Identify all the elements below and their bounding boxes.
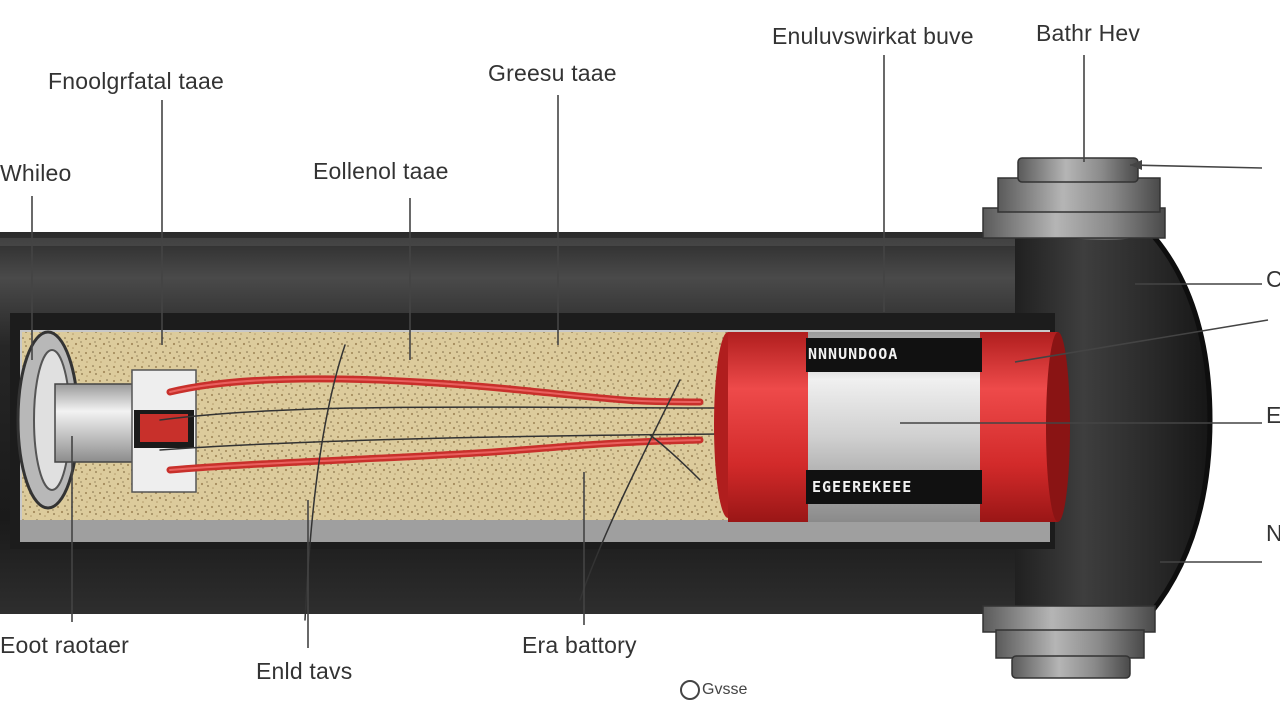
- bottom-nut: [982, 605, 1156, 679]
- label-top-far-right: Bathr Hev: [1036, 20, 1141, 46]
- label-bottom-middle: Era battory: [522, 632, 637, 658]
- top-nut: [982, 157, 1166, 239]
- label-bottom-middle-left: Enld tavs: [256, 658, 353, 684]
- label-right-1: C: [1266, 266, 1280, 292]
- circle-icon: [680, 680, 700, 700]
- label-top-middle: Greesu taae: [488, 60, 617, 86]
- label-top-left: Fnoolgrfatal taae: [48, 68, 225, 94]
- battery-band-bottom-text: EGEEREKEEE: [812, 478, 913, 496]
- red-wires: [159, 344, 721, 621]
- label-left-upper: Whileo: [0, 160, 72, 186]
- label-top-right: Enuluvswirkat buve: [772, 23, 974, 49]
- battery-band-top-text: NNNUNDOOA: [808, 345, 899, 363]
- battery: [714, 332, 1070, 522]
- footer-mark: Gvsse: [680, 680, 747, 700]
- left-end-disc: [16, 330, 141, 510]
- footer-mark-text: Gvsse: [702, 681, 748, 699]
- label-middle-inner: Eollenol taae: [313, 158, 449, 184]
- label-right-3: N: [1266, 520, 1280, 546]
- leader-lines: [31, 55, 1269, 648]
- arrow-head-icon: [1130, 160, 1142, 170]
- label-right-2: E: [1266, 402, 1280, 428]
- label-bottom-left: Eoot raotaer: [0, 632, 129, 658]
